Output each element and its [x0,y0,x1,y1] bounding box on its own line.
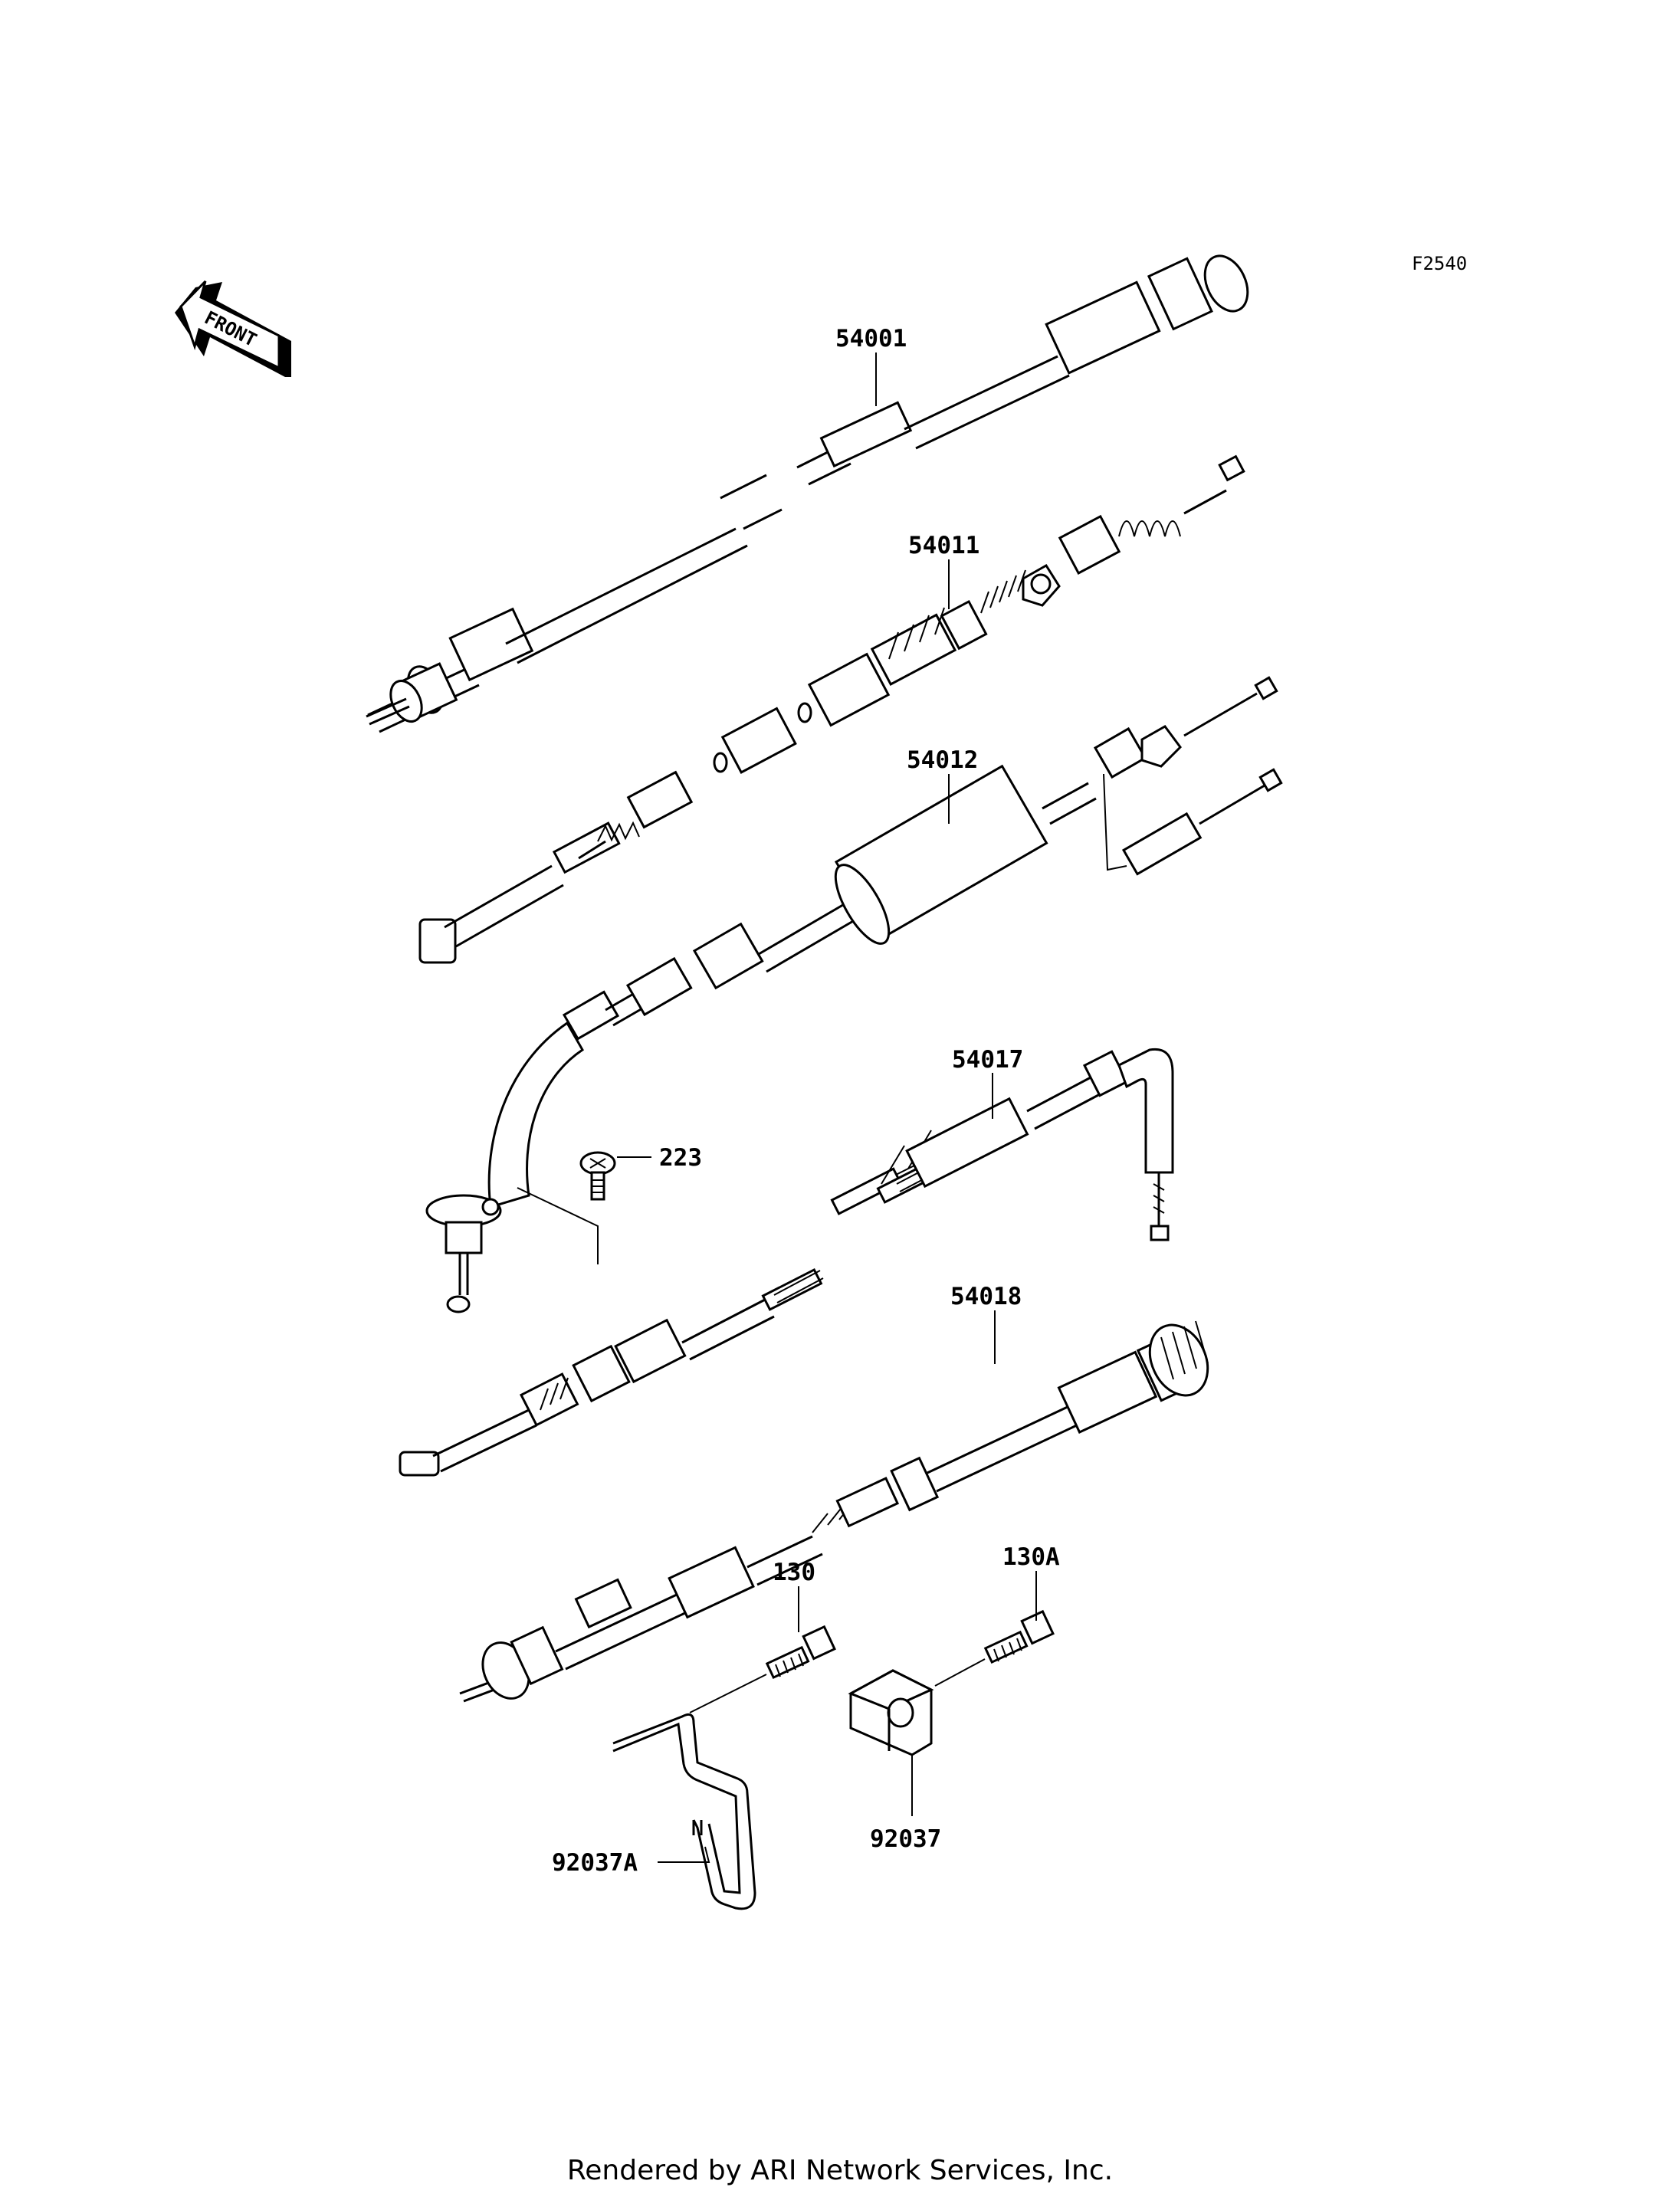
callout-54001[interactable]: 54001 [835,325,907,353]
bolt-130 [689,1625,836,1713]
footer-credit: Rendered by ARI Network Services, Inc. [566,2155,1114,2186]
callout-54017[interactable]: 54017 [952,1046,1023,1074]
cable-54011 [418,454,1245,964]
cable-54017 [399,1048,1174,1477]
clamp-92037 [848,1669,934,1756]
callout-92037A[interactable]: 92037A [552,1849,638,1877]
cable-54018 [459,1320,1209,1703]
callout-130A[interactable]: 130A [1002,1543,1060,1571]
clamp-92037A [612,1713,756,1910]
bolt-130A [934,1609,1055,1687]
callout-223[interactable]: 223 [659,1144,702,1172]
cable-54001 [366,254,1249,733]
callout-54018[interactable]: 54018 [950,1283,1022,1310]
diagram-code: F2540 [1412,253,1467,274]
callout-54011[interactable]: 54011 [908,532,979,559]
cable-54012 [425,676,1283,1313]
callout-92037[interactable]: 92037 [870,1825,941,1853]
cable-54018-end [574,1578,632,1629]
front-arrow-icon: FRONT [175,280,291,377]
callout-130[interactable]: 130 [773,1559,815,1586]
callout-54012[interactable]: 54012 [907,746,978,774]
callout-leaders [617,353,1037,1863]
screw-223 [579,1151,616,1201]
callout-labels: 54001 54011 54012 54017 223 54018 130 13… [552,325,1060,1877]
